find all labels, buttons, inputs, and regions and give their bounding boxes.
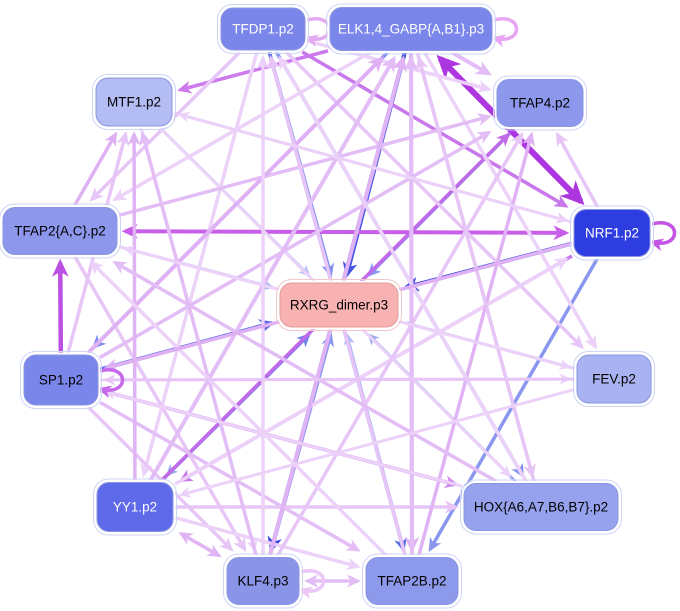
edge-tfap2b-tfap2ac[interactable] [89,260,388,557]
edge-elk1-tfap2ac[interactable] [112,50,372,202]
edge-klf4-tfap4[interactable] [276,131,524,557]
node-body[interactable] [96,482,174,532]
node-klf4[interactable]: KLF4.p3 [223,553,303,609]
node-body[interactable] [220,7,306,51]
edge-tfdp1-yy1[interactable] [140,51,259,478]
edge-tfdp1-nrf1[interactable] [301,50,569,208]
node-outline [223,553,303,609]
node-tfap4[interactable]: TFAP4.p2 [493,75,587,131]
node-outline [493,75,587,131]
node-outline [460,479,622,535]
edge-elk1-tfap4[interactable] [450,50,492,76]
node-body[interactable] [329,7,493,51]
edge-yy1-klf4[interactable] [178,532,222,558]
node-body[interactable] [226,557,300,605]
node-tfap2ac[interactable]: TFAP2{A,C}.p2 [0,203,121,259]
node-rxrg[interactable]: RXRG_dimer.p3 [276,279,402,331]
node-tfap2b[interactable]: TFAP2B.p2 [362,553,462,609]
node-outline [326,3,496,55]
edge-tfap2ac-mtf1[interactable] [73,131,118,207]
edge-hox-tfap2ac[interactable] [112,260,498,484]
edge-hox-sp1[interactable] [103,388,463,488]
self-loop-sp1[interactable] [97,368,125,399]
self-loop-nrf1[interactable] [649,221,677,252]
edge-elk1-fev[interactable] [423,51,597,350]
node-body[interactable] [2,207,118,255]
node-tfdp1[interactable]: TFDP1.p2 [217,4,309,54]
node-elk1[interactable]: ELK1,4_GABP{A,B1}.p3 [326,3,496,55]
node-outline [92,74,176,130]
edge-sp1-tfap2b[interactable] [99,400,361,552]
node-outline [362,553,462,609]
edge-tfdp1-fev[interactable] [284,50,584,350]
edge-yy1-tfap2b[interactable] [174,515,361,570]
node-outline [570,205,654,261]
node-outline [93,478,177,536]
edge-tfap2b-elk1[interactable] [403,55,419,556]
edge-sp1-elk1[interactable] [86,56,384,355]
edge-elk1-mtf1[interactable] [177,49,329,94]
edge-yy1-elk1[interactable] [148,55,396,482]
edge-tfap2ac-tfap4[interactable] [118,113,492,217]
edge-tfap2ac-klf4[interactable] [73,255,247,553]
node-body[interactable] [496,79,584,127]
node-body[interactable] [365,557,459,605]
edge-hox-tfdp1[interactable] [278,55,528,483]
node-fev[interactable]: FEV.p2 [573,351,655,407]
node-body[interactable] [463,483,619,531]
self-loop-elk1[interactable] [491,17,519,48]
self-loop-klf4[interactable] [298,569,326,600]
node-body[interactable] [279,282,399,328]
edge-yy1-nrf1[interactable] [174,257,569,486]
node-mtf1[interactable]: MTF1.p2 [92,74,176,130]
node-hox[interactable]: HOX{A6,A7,B6,B7}.p2 [460,479,622,535]
node-body[interactable] [573,209,651,257]
node-outline [276,279,402,331]
edge-nrf1-tfap4[interactable] [555,131,600,209]
node-outline [20,351,102,409]
edge-fev-sp1[interactable] [103,374,576,386]
edge-tfap2ac-nrf1[interactable] [121,223,570,241]
node-body[interactable] [23,354,99,406]
edge-fev-yy1[interactable] [178,387,576,498]
edge-sp1-tfap4[interactable] [99,130,492,359]
node-outline [217,4,309,54]
node-outline [0,203,121,259]
node-nrf1[interactable]: NRF1.p2 [570,205,654,261]
edge-nrf1-mtf1[interactable] [177,111,573,224]
node-body[interactable] [95,77,173,127]
node-body[interactable] [576,354,652,404]
edge-sp1-tfap2ac[interactable] [51,258,69,354]
node-sp1[interactable]: SP1.p2 [20,351,102,409]
node-outline [573,351,655,407]
node-yy1[interactable]: YY1.p2 [93,478,177,536]
